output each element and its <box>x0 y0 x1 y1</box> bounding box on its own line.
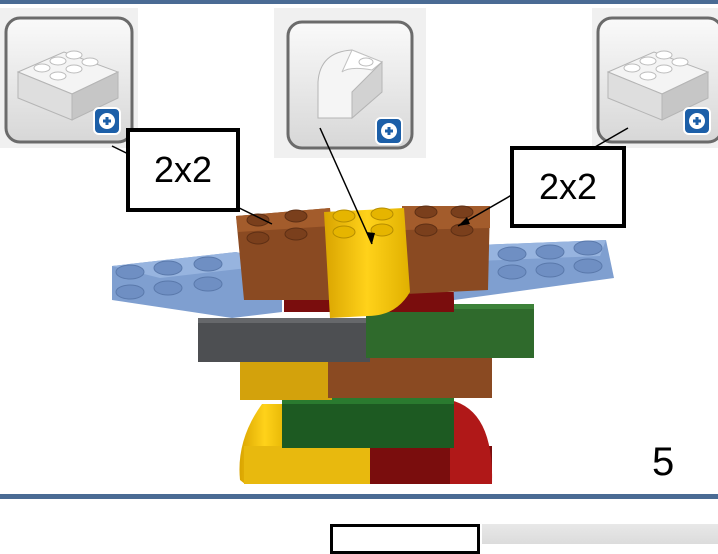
arrowhead-center <box>366 232 375 244</box>
brick-2x4-icon <box>606 50 710 121</box>
callout-right-label: 2x2 <box>538 166 598 207</box>
add-badge-icon[interactable] <box>683 107 711 135</box>
next-step-callout <box>330 524 480 554</box>
build-step-diagram <box>0 8 718 484</box>
step-number: 5 <box>652 440 675 484</box>
part-tile-right[interactable] <box>592 8 718 148</box>
brown-brick-2x2-left <box>236 208 330 300</box>
arrowhead-right <box>458 217 470 226</box>
leader-line-center <box>319 127 373 245</box>
add-badge-icon[interactable] <box>375 117 403 145</box>
next-step-part-tile <box>482 524 718 544</box>
callout-left: 2x2 <box>126 128 240 212</box>
part-tile-left[interactable] <box>0 8 138 148</box>
brick-2x4-icon <box>16 50 120 121</box>
green-brick <box>366 304 534 358</box>
part-tile-center[interactable] <box>274 8 426 158</box>
add-badge-icon[interactable] <box>93 107 121 135</box>
callout-right: 2x2 <box>510 146 626 228</box>
callout-left-label: 2x2 <box>153 149 213 190</box>
curved-slope-brick-icon <box>317 49 383 120</box>
top-divider <box>0 0 718 4</box>
yellow-brick-middle <box>240 356 332 400</box>
dark-gray-brick <box>198 318 370 362</box>
bottom-red-curved-end <box>450 400 493 484</box>
bottom-green-brick <box>282 398 454 448</box>
bottom-yellow-brick <box>244 446 374 484</box>
lego-model <box>112 205 614 484</box>
bottom-divider <box>0 494 718 499</box>
yellow-curved-slope <box>324 208 410 318</box>
